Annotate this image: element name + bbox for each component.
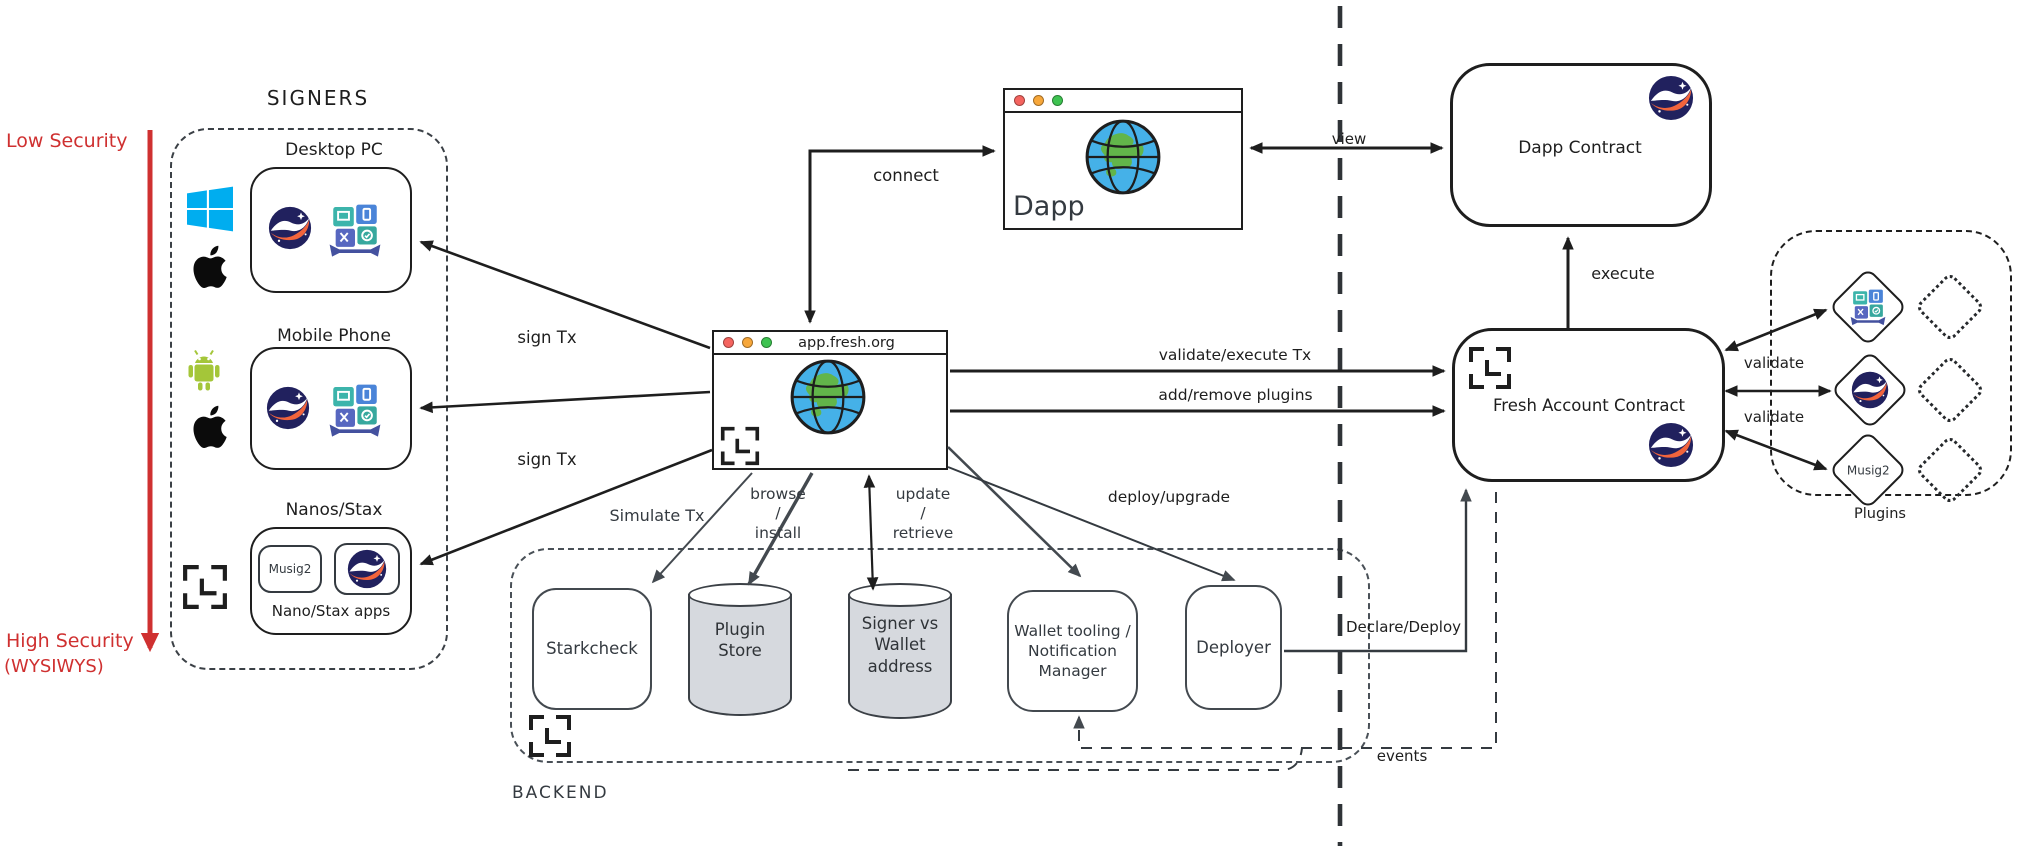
desktop-signer-box [250,167,412,293]
edge-sign-mobile [419,390,711,414]
musig2-app-label: Musig2 [268,562,312,576]
starknet-logo [347,549,387,589]
cylinder-body [848,594,952,719]
plugin-diamond-starknet [1830,350,1910,430]
sign-tx-label-nanos: sign Tx [517,450,577,469]
starkcheck-node [532,588,652,710]
cylinder-lid [688,583,792,607]
maximize-window-icon [1052,95,1063,106]
connect-label: connect [873,166,939,185]
starknet-logo [1851,371,1889,409]
validate-execute-tx-label: validate/execute Tx [1158,346,1312,364]
deployer-label: Deployer [1196,637,1271,657]
address-bar-url: app.fresh.org [798,334,895,351]
plugins-container [1770,230,2012,496]
validate-label-2: validate [1743,408,1805,426]
update-retrieve-label: update/retrieve [892,485,954,542]
windows-icon [187,186,233,232]
shield-badge-logo [1849,287,1887,327]
ledger-icon [1468,346,1512,390]
musig2-plugin-label: Musig2 [1846,462,1890,477]
close-window-icon [1014,95,1025,106]
nano-stax-apps-label: Nano/Stax apps [271,602,391,620]
apple-icon [188,404,230,456]
plugins-title: Plugins [1854,506,1906,522]
shield-badge-logo [327,201,383,259]
maximize-window-icon [761,337,772,348]
ledger-icon [720,426,760,466]
validate-label-1: validate [1743,354,1805,372]
starkcheck-label: Starkcheck [546,639,638,659]
signer-wallet-node: Signer vs Wallet address [848,583,952,719]
events-label: events [1376,747,1428,765]
starknet-logo [268,206,312,250]
mobile-phone-label: Mobile Phone [277,326,391,346]
minimize-window-icon [1033,95,1044,106]
minimize-window-icon [742,337,753,348]
musig2-app-box: Musig2 [258,545,322,593]
starknet-logo [1648,422,1694,468]
backend-title: BACKEND [512,783,609,803]
plugin-store-label: Plugin Store [714,620,766,661]
ledger-icon [182,564,228,610]
view-label: view [1331,130,1367,148]
signers-title: SIGNERS [266,86,370,110]
fresh-account-contract-label: Fresh Account Contract [1492,396,1685,415]
dapp-window-titlebar [1005,90,1241,113]
plugin-diamond-shield [1828,267,1908,347]
wallet-tooling-label: Wallet tooling / Notification Manager [1014,621,1131,681]
dapp-contract-label: Dapp Contract [1518,138,1642,158]
close-window-icon [723,337,734,348]
starknet-logo [1648,75,1694,121]
nanos-stax-label: Nanos/Stax [285,500,383,520]
dapp-window-label: Dapp [1013,191,1085,222]
signer-wallet-label: Signer vs Wallet address [861,614,939,676]
low-security-label: Low Security [6,130,128,152]
desktop-pc-label: Desktop PC [285,140,383,160]
apple-icon [188,244,230,296]
globe-icon [787,356,869,438]
execute-label: execute [1591,264,1655,283]
fresh-window-titlebar: app.fresh.org [714,332,946,355]
declare-deploy-label: Declare/Deploy [1346,618,1462,636]
starknet-logo [266,386,310,430]
cylinder-body [688,594,792,716]
sign-tx-label-desktop: sign Tx [517,328,577,347]
wysiwys-label: (WYSIWYS) [4,656,104,677]
cylinder-lid [848,583,952,607]
plugin-store-node: Plugin Store [688,583,792,716]
add-remove-plugins-label: add/remove plugins [1158,386,1313,404]
ledger-icon [528,714,572,758]
deploy-upgrade-label: deploy/upgrade [1107,488,1231,506]
globe-icon [1082,116,1164,198]
shield-badge-logo [327,381,383,439]
browse-install-label: browse/install [750,485,806,542]
android-icon [184,349,224,393]
high-security-label: High Security [6,630,134,652]
simulate-tx-label: Simulate Tx [609,506,705,525]
